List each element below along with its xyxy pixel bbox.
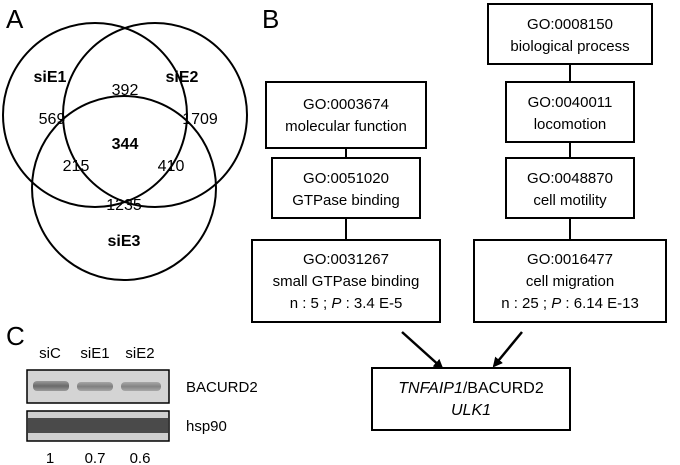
go-stats: n : 25 ; P : 6.14 E-13 — [501, 295, 639, 312]
venn-circle-sie3 — [31, 95, 217, 281]
blot-quant-1: 1 — [46, 450, 54, 465]
venn-count-sie1-sie3: 215 — [63, 158, 90, 175]
go-id: GO:0031267 — [303, 251, 389, 268]
go-term-name: biological process — [510, 38, 629, 55]
blot-quant-3: 0.6 — [130, 450, 151, 465]
blot-band — [33, 381, 69, 391]
gene-ulk1: ULK1 — [451, 402, 491, 419]
blot-lane-label-2: siE1 — [80, 345, 109, 362]
blot-band — [121, 382, 161, 391]
panel-label-a: A — [6, 4, 24, 34]
blot-lane-label-3: siE2 — [125, 345, 154, 362]
blot-quant-2: 0.7 — [85, 450, 106, 465]
venn-circle-sie1 — [2, 22, 188, 208]
go-id: GO:0048870 — [527, 170, 613, 187]
panel-label-c: C — [6, 321, 25, 351]
blot-strip-bacurd2 — [26, 369, 170, 404]
venn-count-sie2-sie3: 410 — [158, 158, 185, 175]
go-box-small-gtpase-binding: GO:0031267 small GTPase binding n : 5 ; … — [251, 239, 441, 323]
arrow-right — [492, 331, 523, 368]
go-stats: n : 5 ; P : 3.4 E-5 — [290, 295, 403, 312]
go-box-gtpase-binding: GO:0051020 GTPase binding — [271, 157, 421, 219]
gene-tnfaip1: TNFAIP1 — [398, 380, 463, 397]
go-id: GO:0008150 — [527, 16, 613, 33]
go-term-name: small GTPase binding — [273, 273, 420, 290]
go-id: GO:0040011 — [528, 94, 613, 111]
venn-count-sie1-sie2: 392 — [112, 82, 139, 99]
go-p-label: P — [331, 295, 341, 312]
go-p-value: : 6.14 E-13 — [561, 295, 639, 312]
gene-bacurd2-suffix: /BACURD2 — [463, 380, 544, 397]
venn-count-sie3-only: 1235 — [106, 197, 142, 214]
blot-row-label-bacurd2: BACURD2 — [186, 379, 258, 396]
go-id: GO:0003674 — [303, 96, 389, 113]
go-box-cell-migration: GO:0016477 cell migration n : 25 ; P : 6… — [473, 239, 667, 323]
venn-count-all: 344 — [112, 136, 139, 153]
venn-diagram: siE1 siE2 siE3 569 1709 1235 392 215 410… — [2, 22, 248, 281]
arrow-left — [401, 331, 444, 370]
blot-row-label-hsp90: hsp90 — [186, 418, 227, 435]
venn-count-sie2-only: 1709 — [182, 111, 218, 128]
venn-label-sie1: siE1 — [34, 69, 67, 86]
go-box-locomotion: GO:0040011 locomotion — [505, 81, 635, 143]
result-genes-line1: TNFAIP1/BACURD2 — [398, 380, 544, 397]
panel-label-b: B — [262, 4, 279, 34]
go-term-name: cell motility — [533, 192, 607, 209]
go-id: GO:0051020 — [303, 170, 389, 187]
go-p-label: P — [551, 295, 561, 312]
venn-count-sie1-only: 569 — [39, 111, 66, 128]
go-term-name: cell migration — [526, 273, 614, 290]
go-connectors — [345, 64, 571, 370]
blot-band — [77, 382, 113, 391]
venn-circle-sie2 — [62, 22, 248, 208]
go-id: GO:0016477 — [527, 251, 613, 268]
go-count: n : 25 ; — [501, 295, 551, 312]
go-term-name: GTPase binding — [292, 192, 400, 209]
western-blot: siC siE1 siE2 BACURD2 hsp90 1 0.7 0.6 — [26, 345, 258, 465]
venn-label-sie2: siE2 — [166, 69, 199, 86]
blot-band — [28, 418, 168, 433]
go-p-value: : 3.4 E-5 — [341, 295, 402, 312]
blot-strip-hsp90 — [26, 410, 170, 442]
go-box-biological-process: GO:0008150 biological process — [487, 3, 653, 65]
go-term-name: molecular function — [285, 118, 407, 135]
go-box-molecular-function: GO:0003674 molecular function — [265, 81, 427, 149]
go-count: n : 5 ; — [290, 295, 332, 312]
go-term-name: locomotion — [534, 116, 607, 133]
blot-lane-label-1: siC — [39, 345, 61, 362]
go-result-box: TNFAIP1/BACURD2 ULK1 — [371, 367, 571, 431]
venn-label-sie3: siE3 — [108, 233, 141, 250]
go-box-cell-motility: GO:0048870 cell motility — [505, 157, 635, 219]
